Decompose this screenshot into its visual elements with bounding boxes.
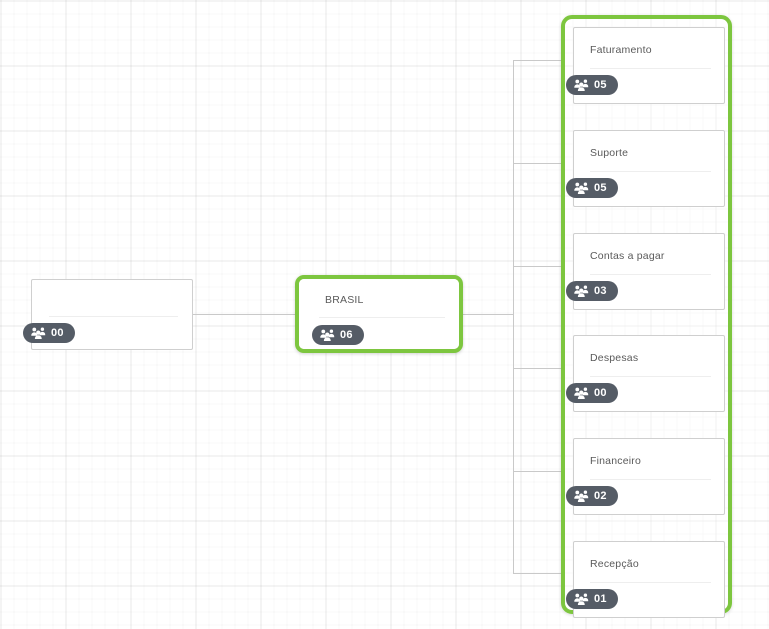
node-department-member-badge[interactable]: 01	[566, 589, 618, 609]
users-group-icon	[320, 329, 335, 341]
node-department-member-count: 02	[594, 490, 607, 502]
users-group-icon	[574, 490, 589, 502]
node-department[interactable]: Faturamento 05	[566, 27, 725, 104]
users-group-icon	[574, 182, 589, 194]
node-department-title: Suporte	[590, 147, 629, 159]
node-department[interactable]: Despesas 00	[566, 335, 725, 412]
connector-brasil-to-trunk	[463, 314, 514, 315]
node-brasil-member-count: 06	[340, 329, 353, 341]
users-group-icon	[574, 593, 589, 605]
node-department-divider	[590, 68, 711, 69]
users-group-icon	[574, 387, 589, 399]
connector-branch-3	[513, 266, 563, 267]
connector-root-to-brasil	[193, 314, 295, 315]
users-group-icon	[574, 79, 589, 91]
node-department-member-badge[interactable]: 03	[566, 281, 618, 301]
node-department-member-badge[interactable]: 02	[566, 486, 618, 506]
node-brasil[interactable]: BRASIL 06	[299, 279, 459, 349]
connector-branch-5	[513, 471, 563, 472]
node-department-divider	[590, 171, 711, 172]
connector-branch-4	[513, 368, 563, 369]
node-department-title: Financeiro	[590, 455, 642, 467]
node-department-divider	[590, 479, 711, 480]
node-department-member-count: 05	[594, 79, 607, 91]
department-group-selection-outline[interactable]: Faturamento 05 Suporte	[561, 15, 732, 618]
connector-trunk	[513, 60, 514, 573]
node-root[interactable]: 00	[23, 279, 193, 350]
node-root-member-count: 00	[51, 327, 64, 339]
node-department-title: Contas a pagar	[590, 250, 665, 262]
node-department[interactable]: Financeiro 02	[566, 438, 725, 515]
node-department-title: Faturamento	[590, 44, 652, 56]
node-brasil-selection-outline[interactable]: BRASIL 06	[295, 275, 463, 353]
node-department-member-badge[interactable]: 05	[566, 178, 618, 198]
users-group-icon	[574, 285, 589, 297]
node-brasil-divider	[319, 317, 445, 318]
node-department[interactable]: Contas a pagar 03	[566, 233, 725, 310]
node-department-title: Recepção	[590, 558, 639, 570]
node-department-member-count: 03	[594, 285, 607, 297]
connector-branch-2	[513, 163, 563, 164]
node-department-title: Despesas	[590, 352, 639, 364]
node-department-member-count: 01	[594, 593, 607, 605]
node-root-member-badge[interactable]: 00	[23, 323, 75, 343]
node-department-divider	[590, 376, 711, 377]
users-group-icon	[31, 327, 46, 339]
node-department-member-count: 00	[594, 387, 607, 399]
node-department-divider	[590, 582, 711, 583]
node-brasil-title: BRASIL	[325, 294, 364, 306]
node-department-member-badge[interactable]: 00	[566, 383, 618, 403]
node-department-member-count: 05	[594, 182, 607, 194]
node-department-divider	[590, 274, 711, 275]
node-department-member-badge[interactable]: 05	[566, 75, 618, 95]
node-department[interactable]: Recepção 01	[566, 541, 725, 618]
node-root-divider	[49, 316, 178, 317]
connector-branch-6	[513, 573, 563, 574]
node-department[interactable]: Suporte 05	[566, 130, 725, 207]
node-brasil-member-badge[interactable]: 06	[312, 325, 364, 345]
connector-branch-1	[513, 60, 563, 61]
